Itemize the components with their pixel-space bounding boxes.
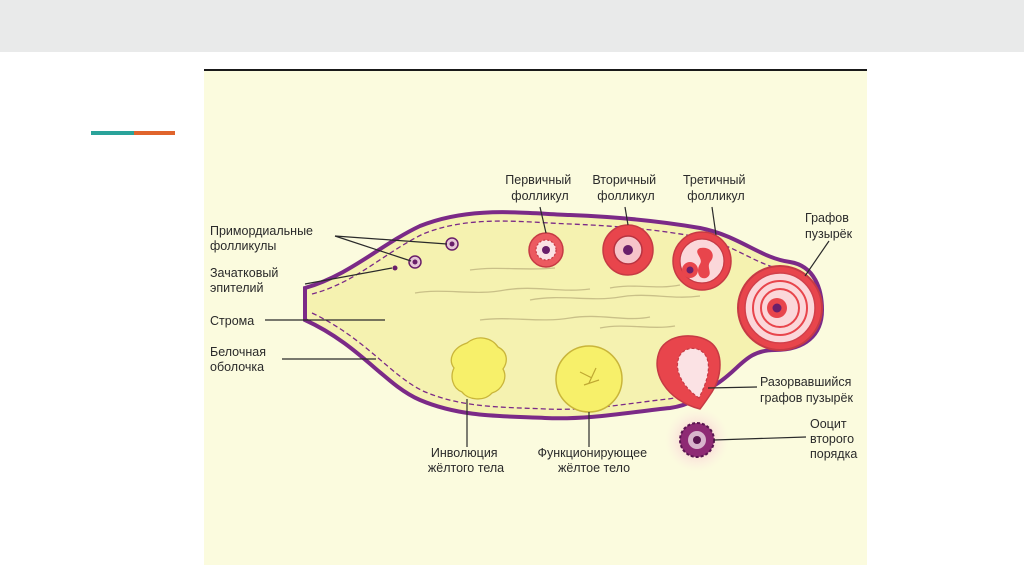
stroma-lines (414, 267, 701, 329)
primordial-follicles (392, 237, 459, 271)
label-primary-follicle: Первичный фолликул (505, 173, 574, 203)
slide-header-band (0, 0, 1024, 52)
primary-follicle (528, 232, 564, 268)
title-rule (204, 69, 867, 71)
ovary-diagram: Примордиальные фолликулы Зачатковый эпит… (204, 71, 867, 565)
label-stroma: Строма (210, 314, 254, 328)
label-graafian: Графов пузырёк (805, 211, 853, 241)
label-involution: Инволюция жёлтого тела (428, 446, 504, 475)
accent-bar-orange (134, 131, 175, 135)
label-functioning: Функционирующее жёлтое тело (537, 446, 650, 475)
label-oocyte: Ооцит второго порядка (810, 417, 858, 461)
leader-lines (265, 206, 830, 447)
label-tunica: Белочная оболочка (210, 345, 269, 374)
secondary-follicle (602, 224, 654, 276)
label-germinal-epithelium: Зачатковый эпителий (210, 266, 282, 295)
graafian-vesicle (737, 265, 823, 351)
accent-bar-teal (91, 131, 134, 135)
label-tertiary-follicle: Третичный фолликул (683, 173, 749, 203)
ruptured-follicle (656, 335, 721, 410)
label-primordial: Примордиальные фолликулы (210, 224, 317, 253)
inner-epithelium-line (311, 312, 713, 410)
tertiary-follicle (672, 231, 732, 291)
corpus-luteum-involution (450, 337, 507, 400)
corpus-luteum-functioning (555, 345, 623, 413)
label-secondary-follicle: Вторичный фолликул (592, 173, 659, 203)
secondary-oocyte (665, 408, 729, 472)
label-ruptured: Разорвавшийся графов пузырёк (760, 375, 855, 405)
